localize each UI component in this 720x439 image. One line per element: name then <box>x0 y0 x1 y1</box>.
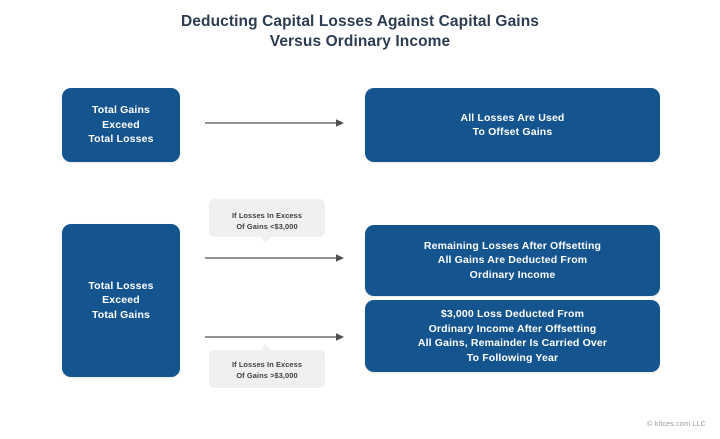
node-remaining-losses-deducted-from-ordinary-income: Remaining Losses After Offsetting All Ga… <box>365 225 660 296</box>
callout-losses-in-excess-under-3000: If Losses In Excess Of Gains <$3,000 <box>209 199 325 243</box>
node-line: Total Losses <box>88 133 154 146</box>
title-line-2: Versus Ordinary Income <box>269 33 451 50</box>
arrow-losses-over-3000 <box>205 331 345 343</box>
node-line: Total Gains <box>91 308 151 321</box>
page-title: Deducting Capital Losses Against Capital… <box>0 12 720 52</box>
node-line: Total Gains <box>91 104 151 117</box>
callout-bubble-shape <box>209 199 325 243</box>
node-line: All Gains, Remainder Is Carried Over <box>417 337 608 349</box>
callout-line: Of Gains >$3,000 <box>236 371 298 380</box>
title-line-1: Deducting Capital Losses Against Capital… <box>180 13 539 30</box>
callout-line: If Losses In Excess <box>231 360 303 369</box>
node-line: Total Losses <box>88 279 154 292</box>
callout-text: If Losses In Excess Of Gains >$3,000 <box>209 359 325 381</box>
node-line: Remaining Losses After Offsetting <box>423 239 602 252</box>
credit-label: © kitces.com LLC <box>647 419 706 428</box>
node-line: Ordinary Income <box>469 268 556 281</box>
node-line: All Losses Are Used <box>460 111 565 124</box>
node-3000-loss-deducted-remainder-carried-over: $3,000 Loss Deducted From Ordinary Incom… <box>365 300 660 372</box>
callout-line: Of Gains <$3,000 <box>236 222 298 231</box>
callout-line: If Losses In Excess <box>231 211 303 220</box>
node-all-losses-are-used-to-offset-gains: All Losses Are Used To Offset Gains <box>365 88 660 162</box>
node-line: All Gains Are Deducted From <box>437 254 588 267</box>
arrow-losses-under-3000 <box>205 252 345 264</box>
node-line: $3,000 Loss Deducted From <box>440 308 585 320</box>
node-total-losses-exceed-total-gains: Total Losses Exceed Total Gains <box>62 224 180 377</box>
node-line: Exceed <box>102 118 140 131</box>
callout-bubble-shape <box>209 344 325 388</box>
node-line: To Following Year <box>466 351 559 364</box>
callout-text: If Losses In Excess Of Gains <$3,000 <box>209 210 325 232</box>
node-line: Ordinary Income After Offsetting <box>428 322 597 335</box>
arrow-gains-to-offset <box>205 117 345 129</box>
callout-losses-in-excess-over-3000: If Losses In Excess Of Gains >$3,000 <box>209 344 325 388</box>
node-line: To Offset Gains <box>472 126 553 138</box>
node-total-gains-exceed-total-losses: Total Gains Exceed Total Losses <box>62 88 180 162</box>
node-line: Exceed <box>102 294 140 307</box>
